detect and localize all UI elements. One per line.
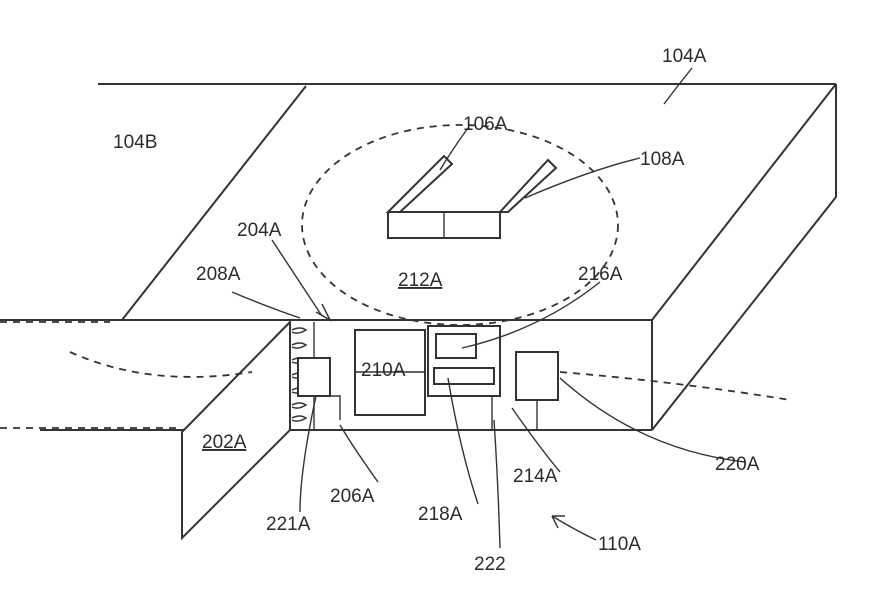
label-206A: 206A xyxy=(330,486,375,507)
label-104B: 104B xyxy=(113,132,157,153)
line-206A xyxy=(330,396,340,420)
label-210A: 210A xyxy=(361,360,406,381)
label-216A: 216A xyxy=(578,264,623,285)
label-218A: 218A xyxy=(418,504,463,525)
box-214A xyxy=(428,326,500,396)
label-222: 222 xyxy=(474,554,506,575)
label-208A: 208A xyxy=(196,264,241,285)
label-108A: 108A xyxy=(640,149,685,170)
box-220A xyxy=(516,352,558,400)
clip-106A-108A xyxy=(388,156,556,238)
label-202A: 202A xyxy=(202,432,247,453)
label-110A: 110A xyxy=(598,534,641,555)
leader-lines xyxy=(232,68,745,548)
box-221A xyxy=(298,358,330,396)
bar-218A xyxy=(434,368,494,384)
label-204A: 204A xyxy=(237,220,282,241)
label-104A: 104A xyxy=(662,46,707,67)
label-106A: 106A xyxy=(463,114,508,135)
label-221A: 221A xyxy=(266,514,311,535)
label-212A: 212A xyxy=(398,270,443,291)
panel-202A xyxy=(182,322,290,538)
label-214A: 214A xyxy=(513,466,558,487)
label-220A: 220A xyxy=(715,454,760,475)
